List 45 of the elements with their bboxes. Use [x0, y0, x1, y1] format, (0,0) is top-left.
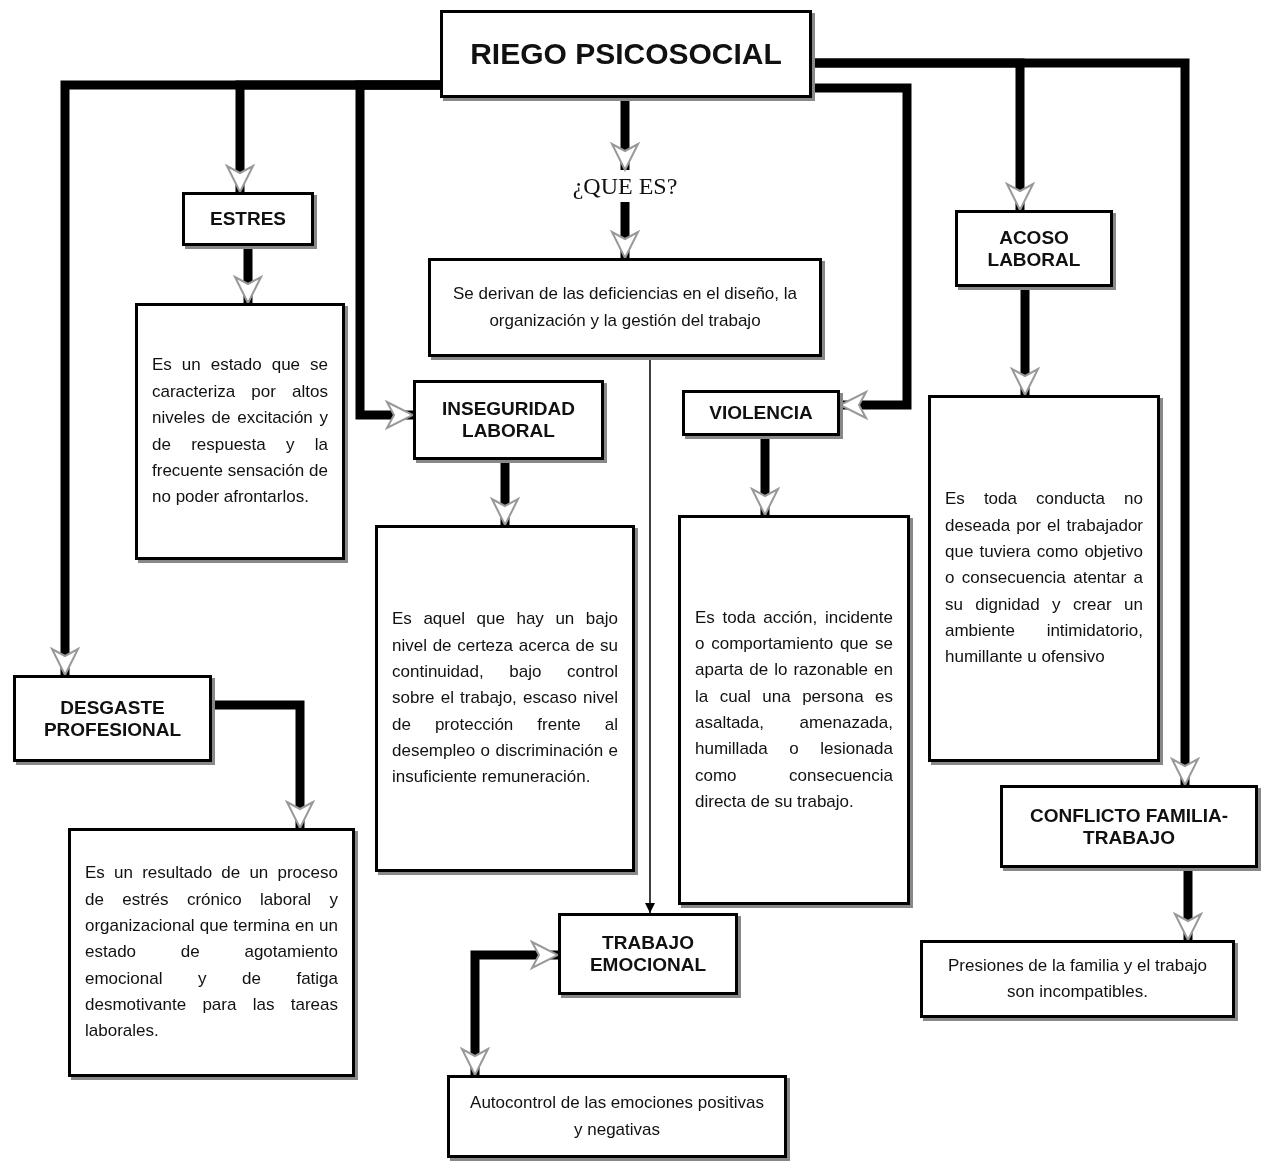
arrow — [491, 460, 519, 526]
topic-label: ACOSO LABORAL — [986, 226, 1082, 271]
topic-label: RIEGO PSICOSOCIAL — [470, 37, 782, 71]
topic-label: VIOLENCIA — [709, 402, 813, 424]
description-text: Es toda acción, incidente o comportamiento que se aparta de lo razonable en la cual una persona es asaltada, amenazada, humillada o lesionada como consecuencia directa de su trabajo. — [695, 606, 893, 814]
arrow — [611, 202, 639, 259]
description-box — [428, 258, 822, 357]
topic-label: ESTRES — [210, 208, 286, 230]
description-text: Es un estado que se caracteriza por altos niveles de excitación y de respuesta y la frecuente sensación de no poder afrontarlos. — [152, 354, 328, 509]
topic-box — [955, 210, 1113, 287]
description-text: Es aquel que hay un bajo nivel de certeza acerca de su continuidad, bajo control sobre el trabajo, escaso nivel de protección frente al desempleo o discriminación e insuficiente remuneración. — [392, 608, 618, 789]
description-text: Es toda conducta no deseada por el trabajador que tuviera como objetivo o consecuencia atentar a su dignidad y crear un ambiente intimidatorio, humillante u ofensivo — [945, 488, 1143, 669]
description-text: Se derivan de las deficiencias en el diseño, la organización y la gestión del trabajo — [452, 283, 798, 332]
arrow — [212, 700, 314, 829]
title-box — [440, 10, 812, 98]
arrow — [461, 941, 559, 1076]
topic-box — [413, 380, 604, 460]
arrow — [611, 98, 639, 171]
topic-box — [682, 390, 840, 436]
description-box — [928, 395, 1160, 762]
arrow — [751, 436, 779, 516]
topic-label: INSEGURIDAD LABORAL — [441, 398, 576, 442]
topic-label: TRABAJO EMOCIONAL — [588, 932, 708, 976]
description-box — [68, 828, 355, 1077]
arrow — [1011, 287, 1039, 396]
description-box — [375, 525, 635, 872]
topic-label: DESGASTE PROFESIONAL — [42, 696, 183, 741]
topic-box — [13, 675, 212, 762]
description-box — [678, 515, 910, 905]
description-box — [135, 303, 345, 560]
description-box — [920, 940, 1235, 1018]
description-text: Autocontrol de las emociones positivas y negativas — [469, 1092, 765, 1141]
description-text: Presiones de la familia y el trabajo son incompatibles. — [947, 954, 1208, 1003]
arrow — [234, 246, 262, 304]
question-text: ¿QUE ES? — [572, 172, 678, 200]
topic-box — [182, 192, 314, 246]
arrow — [355, 80, 440, 429]
topic-box — [1000, 785, 1258, 868]
description-text: Es un resultado de un proceso de estrés crónico laboral y organizacional que termina en un estado de agotamiento emocional y de fatiga desmotivante para las tareas laborales. — [85, 862, 338, 1043]
topic-label: CONFLICTO FAMILIA-TRABAJO — [1028, 804, 1230, 849]
topic-box — [558, 913, 738, 995]
description-box — [447, 1075, 787, 1158]
arrow — [812, 58, 1199, 786]
arrow — [1174, 868, 1202, 941]
arrow — [812, 83, 912, 419]
